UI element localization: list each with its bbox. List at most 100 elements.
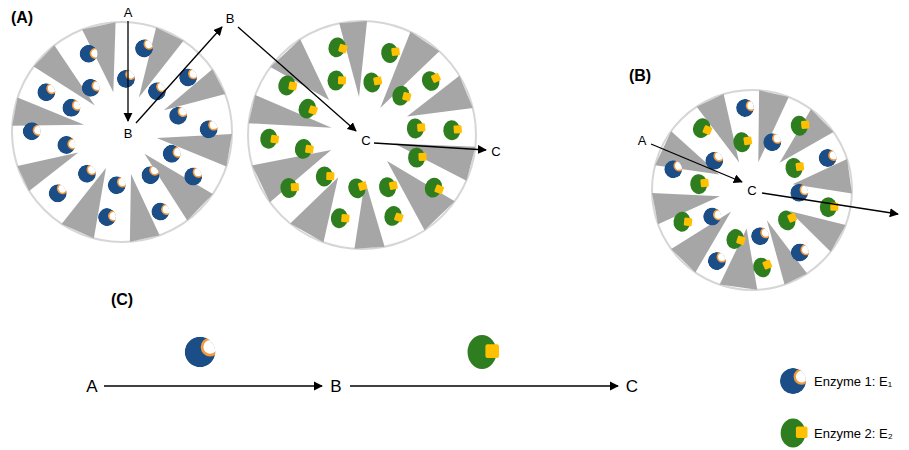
enzyme-2-symbol — [672, 211, 693, 233]
species-label: C — [747, 184, 756, 197]
species-label: C — [491, 145, 500, 158]
pore-wall — [758, 90, 789, 162]
enzyme-1-symbol — [198, 118, 221, 140]
reaction-arrow — [136, 27, 222, 123]
enzyme-1-symbol — [62, 98, 83, 117]
enzyme-1-symbol — [76, 163, 99, 185]
enzyme-2-symbol — [443, 120, 463, 141]
reaction-arrow — [238, 27, 356, 131]
enzyme-2-symbol — [690, 116, 715, 142]
species-label: B — [330, 378, 341, 395]
enzyme-2-symbol — [326, 35, 349, 59]
enzyme-2-symbol — [422, 175, 447, 200]
enzyme-2-symbol — [468, 335, 499, 369]
enzyme-2-symbol — [377, 175, 399, 198]
enzyme-1-symbol — [780, 368, 809, 394]
enzyme-2-symbol — [315, 166, 334, 187]
enzyme-2-symbol — [790, 115, 810, 137]
pore-wall — [12, 98, 84, 126]
reaction-arrow — [762, 193, 898, 214]
enzyme-2-symbol — [820, 197, 839, 217]
enzyme-1-symbol — [55, 134, 79, 157]
panel-label: (A) — [11, 10, 33, 26]
enzyme-2-symbol — [382, 204, 406, 229]
reaction-arrow — [651, 144, 742, 182]
pore-wall — [380, 32, 439, 108]
particle-outline — [12, 22, 232, 242]
enzyme-1-symbol — [664, 159, 685, 178]
enzyme-1-symbol — [80, 77, 102, 98]
pore-wall — [339, 21, 367, 97]
panel-label: (B) — [629, 68, 651, 84]
enzyme-1-symbol — [703, 149, 727, 172]
legend-text: Enzyme 2: E₂ — [814, 427, 893, 440]
enzyme-2-symbol — [732, 131, 753, 154]
reaction-arrow — [104, 385, 322, 386]
species-label: C — [361, 134, 370, 147]
enzyme-2-symbol — [750, 254, 775, 280]
enzyme-1-symbol — [46, 181, 70, 204]
enzyme-1-symbol — [167, 104, 190, 126]
enzyme-1-symbol — [762, 131, 785, 152]
species-label: B — [124, 127, 133, 140]
enzyme-2-symbol — [408, 147, 427, 168]
enzyme-2-symbol — [781, 419, 808, 448]
pore-wall — [249, 95, 332, 128]
enzyme-2-symbol — [724, 227, 748, 252]
pore-wall — [387, 161, 455, 230]
porous-particle — [652, 90, 852, 290]
enzyme-1-symbol — [115, 67, 139, 90]
pore-wall — [407, 76, 473, 117]
enzyme-1-symbol — [96, 206, 120, 229]
pore-wall — [164, 69, 225, 110]
enzyme-2-symbol — [390, 84, 413, 108]
species-label: B — [226, 12, 235, 25]
pore-wall — [17, 153, 78, 191]
species-label: A — [124, 6, 133, 19]
enzyme-1-symbol — [150, 202, 172, 222]
enzyme-1-symbol — [818, 148, 839, 167]
reaction-arrow — [374, 143, 486, 150]
enzyme-1-symbol — [178, 67, 200, 87]
porous-particle — [248, 21, 476, 249]
particle-outline — [652, 90, 852, 290]
pore-wall — [290, 177, 338, 242]
enzyme-1-symbol — [36, 82, 58, 102]
enzyme-2-symbol — [784, 157, 805, 179]
species-label: A — [638, 134, 647, 147]
enzyme-1-symbol — [161, 143, 184, 165]
species-label: C — [626, 378, 638, 395]
enzyme-2-symbol — [280, 177, 300, 198]
enzyme-2-symbol — [330, 208, 350, 230]
enzyme-1-symbol — [107, 176, 128, 195]
enzyme-1-symbol — [185, 337, 219, 368]
enzyme-1-symbol — [706, 250, 729, 271]
species-label: A — [86, 378, 97, 395]
reaction-arrow — [350, 385, 618, 386]
enzyme-2-symbol — [259, 128, 280, 151]
enzyme-2-symbol — [296, 96, 320, 121]
enzyme-2-symbol — [362, 71, 384, 94]
enzyme-1-symbol — [20, 120, 44, 143]
enzyme-2-symbol — [419, 68, 444, 94]
pore-wall — [139, 27, 184, 97]
reaction-arrow — [127, 21, 128, 121]
enzyme-1-symbol — [182, 165, 206, 187]
enzyme-2-symbol — [294, 138, 315, 160]
enzyme-1-symbol — [750, 226, 771, 246]
panel-label: (C) — [111, 292, 133, 308]
enzyme-1-symbol — [77, 42, 102, 66]
enzyme-2-symbol — [327, 70, 346, 91]
pore-wall — [270, 39, 329, 100]
particle-outline — [248, 21, 476, 249]
enzyme-1-symbol — [702, 206, 725, 228]
enzyme-1-symbol — [735, 98, 757, 118]
pore-wall — [157, 134, 232, 167]
enzyme-2-symbol — [380, 42, 401, 64]
enzyme-2-symbol — [689, 173, 709, 195]
enzyme-1-symbol — [139, 163, 164, 187]
enzyme-2-symbol — [346, 176, 369, 200]
enzyme-2-symbol — [775, 207, 800, 232]
